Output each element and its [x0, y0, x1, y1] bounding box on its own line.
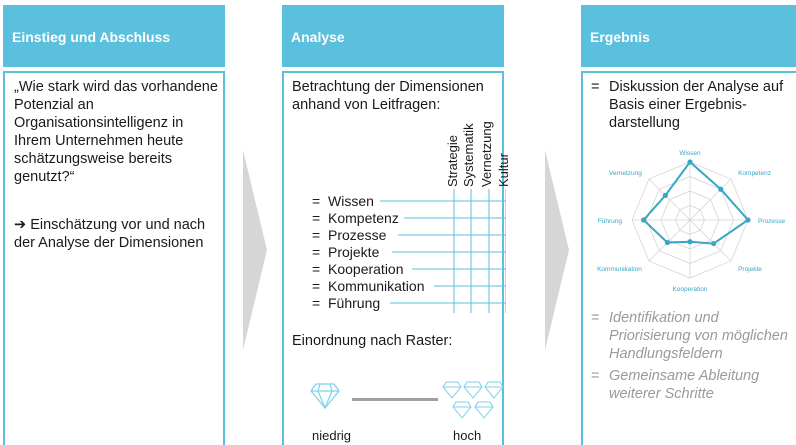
bullet-marker: =	[591, 79, 600, 95]
radar-point	[664, 239, 671, 246]
column-body: „Wie stark wird das vorhandene Potenzial…	[3, 71, 225, 445]
dimension-wissen: =Wissen	[312, 193, 374, 209]
column-analyse: Analyse Betrachtung der Dimensionen anha…	[282, 5, 511, 445]
column-body: Betrachtung der Dimensionen anhand von L…	[282, 71, 511, 445]
radar-axis-label: Vernetzung	[609, 170, 642, 177]
diamond-low-icon	[310, 383, 340, 409]
radar-point	[662, 192, 668, 198]
radar-point	[641, 217, 647, 223]
radar-axis-label: Führung	[598, 218, 623, 225]
radar-series-line	[642, 160, 750, 245]
dimension-kooperation: =Kooperation	[312, 261, 404, 277]
arrow-right-icon: ➔	[14, 217, 27, 233]
column-body: = Diskussion der Analyse auf Basis einer…	[581, 71, 796, 445]
dimension-grid	[380, 189, 506, 313]
result-bullet-2: Identifikation und Priorisierung von mög…	[609, 310, 788, 362]
dimension-projekte: =Projekte	[312, 244, 380, 260]
chevron-arrow-icon	[243, 150, 267, 350]
radar-spoke	[648, 219, 691, 262]
high-label: hoch	[453, 428, 482, 443]
radar-point	[687, 159, 693, 165]
dimension-kompetenz: =Kompetenz	[312, 210, 399, 226]
radar-axis-label: Prozesse	[758, 218, 785, 225]
result-bullet-3: Gemeinsame Ableitung weiterer Schritte	[609, 368, 760, 402]
analysis-intro: Betrachtung der Dimensionen anhand von L…	[292, 79, 484, 113]
assessment-text: ➔ Einschätzung vor und nach der Analyse …	[14, 217, 206, 251]
radar-chart: WissenKompetenzProzesseProjekteKooperati…	[597, 150, 785, 293]
radar-axis-label: Projekte	[738, 266, 762, 273]
radar-point	[710, 240, 717, 247]
radar-spoke	[689, 219, 732, 262]
dimension-prozesse: =Prozesse	[312, 227, 387, 243]
quote-text: „Wie stark wird das vorhandene Potenzial…	[14, 79, 218, 185]
dimension-kommunikation: =Kommunikation	[312, 278, 425, 294]
radar-point	[718, 186, 724, 192]
diamond-high-icon	[442, 381, 504, 419]
raster-title: Einordnung nach Raster:	[292, 333, 453, 349]
bullet-marker: =	[591, 310, 600, 326]
result-bullet-1: Diskussion der Analyse auf Basis einer E…	[609, 79, 784, 131]
radar-spoke	[689, 178, 732, 221]
chevron-arrow-icon	[545, 150, 569, 350]
radar-axis-label: Wissen	[679, 150, 701, 157]
radar-point	[745, 217, 751, 223]
radar-spoke	[648, 178, 691, 221]
low-label: niedrig	[312, 428, 352, 443]
column-ergebnis: Ergebnis = Diskussion der Analyse auf Ba…	[581, 5, 796, 445]
radar-axis-label: Kooperation	[672, 286, 707, 293]
radar-point	[687, 239, 693, 245]
radar-axis-label: Kompetenz	[738, 170, 771, 177]
column-header: Einstieg und Abschluss	[3, 5, 225, 67]
bullet-marker: =	[591, 368, 600, 384]
column-header: Analyse	[282, 5, 504, 67]
scale-line	[352, 398, 438, 401]
dimension-fuehrung: =Führung	[312, 295, 381, 311]
column-einstieg: Einstieg und Abschluss „Wie stark wird d…	[3, 5, 225, 445]
radar-axis-label: Kommunikation	[597, 266, 642, 273]
column-header: Ergebnis	[581, 5, 796, 67]
